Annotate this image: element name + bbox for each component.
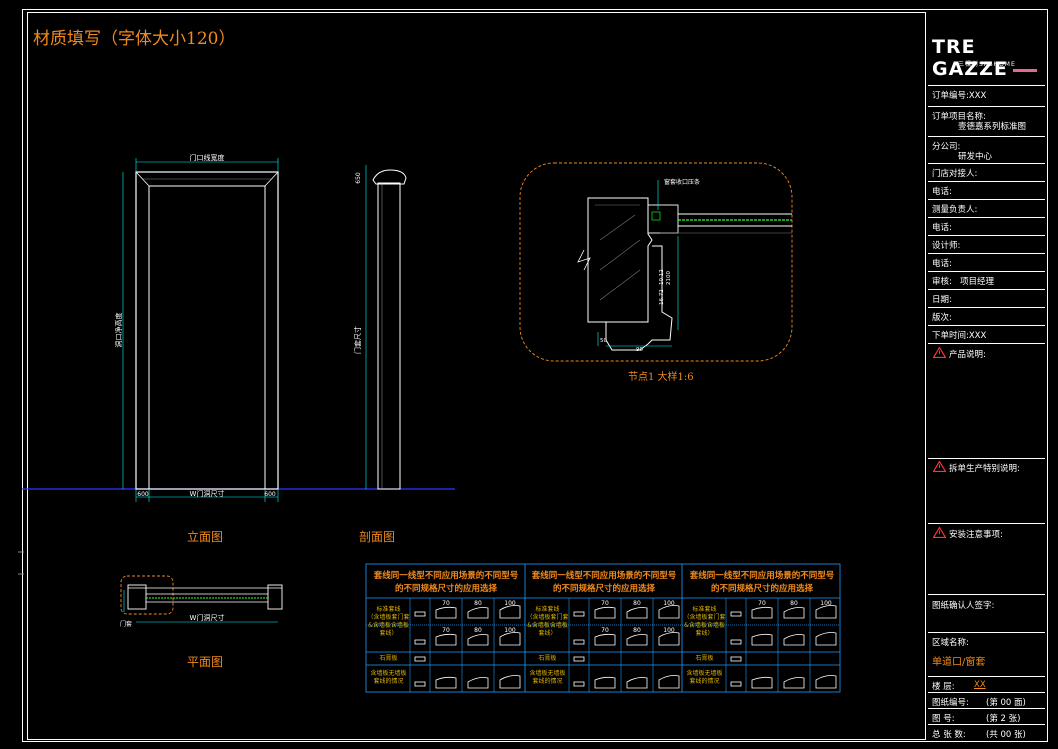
top-dim-text: 门口线宽度: [190, 153, 225, 162]
profile-table: [365, 563, 841, 693]
brand-sub: 三棵树SKSHOME: [958, 61, 1016, 68]
row-label-noboard-3: 含墙板无墙板套线的情况: [686, 670, 723, 685]
area-value: 单道口/窗套: [932, 657, 986, 668]
svg-text:门套: 门套: [120, 620, 132, 628]
warning-icon: [933, 347, 946, 358]
row-label-noboard-2: 含墙板无墙板套线的情况: [529, 670, 566, 685]
floor-row: 楼 层:XX: [928, 676, 1045, 692]
cad-drawing: 门口线宽度 洞口净高度 W门洞尺寸 600 600 650 门套尺寸 W门洞尺寸…: [18, 153, 841, 693]
product-note-section: [928, 343, 1045, 458]
row-label-gypsum-2: 石膏板: [538, 655, 557, 662]
node-label: 节点1 大样1:6: [628, 372, 694, 383]
svg-text:70: 70: [601, 600, 609, 607]
svg-text:100: 100: [504, 627, 516, 634]
table-header-2: 套线同一线型不同应用场景的不同型号的不同规格尺寸的应用选择: [531, 571, 677, 594]
area-row: 区域名称: 单道口/窗套: [928, 632, 1045, 676]
svg-text:70: 70: [442, 600, 450, 607]
svg-text:100: 100: [663, 627, 675, 634]
project-row: 订单项目名称:壹德嘉系列标准图: [928, 106, 1045, 136]
phone3-row: 电话:: [928, 253, 1045, 271]
plan-dim-text: W门洞尺寸: [190, 613, 225, 622]
warning-icon: [933, 461, 946, 472]
svg-text:16.72: 16.72: [659, 289, 665, 305]
svg-text:2100: 2100: [666, 271, 672, 285]
sheet-no-row: 图纸编号:(第 00 面): [928, 692, 1045, 708]
table-header-1: 套线同一线型不同应用场景的不同型号的不同规格尺寸的应用选择: [373, 571, 519, 594]
store-owner-row: 门店对接人:: [928, 163, 1045, 181]
row-label-standard-1: 标准套线（含墙板套门套&含墙板含墙板套线）: [367, 606, 410, 637]
svg-text:100: 100: [820, 600, 832, 607]
table-cells: [409, 598, 811, 692]
total-sheets-row: 总 张 数:(共 00 张): [928, 724, 1045, 740]
section-dim-text: 门套尺寸: [353, 326, 362, 354]
svg-text:100: 100: [663, 600, 675, 607]
elevation-label: 立面图: [187, 530, 224, 544]
table-icons: [414, 605, 837, 689]
order-no-row: 订单编号:XXX: [928, 85, 1045, 115]
brand-accent-bar: [1013, 69, 1037, 72]
svg-text:90: 90: [636, 347, 643, 353]
phone2-row: 电话:: [928, 217, 1045, 235]
section-label: 剖面图: [359, 530, 396, 544]
split-note-label: 拆单生产特别说明:: [949, 464, 1020, 474]
confirm-sign-row: 图纸确认人签字:: [928, 594, 1045, 632]
material-note: 材质填写（字体大小120）: [33, 29, 236, 49]
svg-text:100: 100: [504, 600, 516, 607]
node-top-label: 窗套收口压条: [664, 178, 700, 186]
svg-text:80: 80: [790, 600, 798, 607]
title-block: TRE GAZZE 三棵树SKSHOME 订单编号:XXX 订单项目名称:壹德嘉…: [928, 12, 1045, 740]
svg-text:80: 80: [474, 627, 482, 634]
side-dim-a: 600: [137, 491, 149, 498]
svg-text:70: 70: [601, 627, 609, 634]
section-view: [365, 165, 407, 490]
plan-label: 平面图: [187, 655, 224, 669]
svg-text:70: 70: [758, 600, 766, 607]
install-note-label: 安装注意事项:: [949, 530, 1003, 540]
install-note-section: [928, 523, 1045, 594]
node-detail: [519, 162, 793, 362]
left-dim-text: 洞口净高度: [114, 313, 123, 348]
drawing-area: [27, 12, 926, 740]
brand-logo: TRE GAZZE: [932, 36, 1008, 80]
bottom-dim-text: W门洞尺寸: [190, 489, 225, 498]
row-label-noboard-1: 含墙板无墙板套线的情况: [370, 670, 407, 685]
plan-view: [120, 575, 283, 623]
svg-text:10.12: 10.12: [659, 269, 665, 285]
svg-text:80: 80: [633, 627, 641, 634]
warning-icon: [933, 527, 946, 538]
date-row: 日期:: [928, 289, 1045, 307]
svg-text:70: 70: [442, 627, 450, 634]
phone1-row: 电话:: [928, 181, 1045, 199]
svg-text:80: 80: [474, 600, 482, 607]
drawing-frame: [22, 9, 1048, 742]
svg-text:50: 50: [600, 338, 607, 344]
designer-row: 设计师:: [928, 235, 1045, 253]
row-label-standard-3: 标准套线（含墙板套门套&含墙板含墙板套线）: [683, 606, 726, 637]
row-label-gypsum-3: 石膏板: [695, 655, 714, 662]
svg-text:80: 80: [633, 600, 641, 607]
side-dim-b: 600: [264, 491, 276, 498]
row-label-standard-2: 标准套线（含墙板套门套&含墙板含墙板套线）: [526, 606, 569, 637]
table-header-3: 套线同一线型不同应用场景的不同型号的不同规格尺寸的应用选择: [689, 571, 835, 594]
reviewer-row: 审核:项目经理: [928, 271, 1045, 289]
issue-time-row: 下单时间:XXX: [928, 325, 1045, 343]
row-label-gypsum-1: 石膏板: [379, 655, 398, 662]
product-note-label: 产品说明:: [949, 350, 986, 360]
svg-text:650: 650: [355, 172, 362, 184]
drawing-no-row: 图 号:(第 2 张): [928, 708, 1045, 724]
measure-row: 测量负责人:: [928, 199, 1045, 217]
version-row: 版次:: [928, 307, 1045, 325]
elevation-door: [122, 158, 279, 502]
split-note-section: [928, 458, 1045, 523]
branch-row: 分公司:研发中心: [928, 136, 1045, 166]
